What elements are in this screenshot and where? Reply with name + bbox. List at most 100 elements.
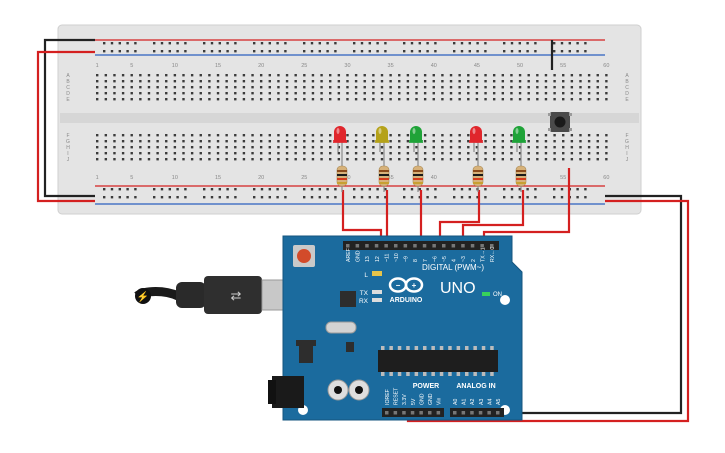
breadboard-hole[interactable] xyxy=(199,74,202,77)
breadboard-hole[interactable] xyxy=(363,80,366,83)
breadboard-hole[interactable] xyxy=(225,80,228,83)
header-pin[interactable] xyxy=(413,244,417,248)
breadboard-hole[interactable] xyxy=(190,80,194,83)
breadboard-hole[interactable] xyxy=(147,140,151,143)
breadboard-hole[interactable] xyxy=(199,158,202,161)
header-pin[interactable] xyxy=(394,244,398,248)
rail-hole[interactable] xyxy=(503,196,506,199)
rail-hole[interactable] xyxy=(484,50,487,53)
breadboard-hole[interactable] xyxy=(190,140,194,143)
rail-hole[interactable] xyxy=(453,50,456,53)
breadboard-hole[interactable] xyxy=(165,98,168,101)
breadboard-hole[interactable] xyxy=(354,98,358,101)
breadboard-hole[interactable] xyxy=(570,74,574,77)
breadboard-hole[interactable] xyxy=(562,158,565,161)
breadboard-hole[interactable] xyxy=(475,152,479,155)
breadboard-hole[interactable] xyxy=(553,80,556,83)
breadboard-hole[interactable] xyxy=(130,98,133,101)
breadboard-hole[interactable] xyxy=(449,146,453,149)
breadboard-hole[interactable] xyxy=(423,152,427,155)
breadboard-hole[interactable] xyxy=(475,158,479,161)
rail-hole[interactable] xyxy=(484,188,487,191)
breadboard-hole[interactable] xyxy=(449,92,453,95)
breadboard-hole[interactable] xyxy=(139,140,142,143)
breadboard-hole[interactable] xyxy=(492,158,496,161)
breadboard-hole[interactable] xyxy=(113,92,116,95)
breadboard-hole[interactable] xyxy=(182,92,185,95)
header-pin[interactable] xyxy=(432,244,436,248)
rail-hole[interactable] xyxy=(284,188,287,191)
breadboard-hole[interactable] xyxy=(363,158,366,161)
rail-hole[interactable] xyxy=(153,196,156,199)
digital-header[interactable] xyxy=(343,241,499,250)
rail-hole[interactable] xyxy=(434,188,437,191)
breadboard-hole[interactable] xyxy=(147,152,151,155)
red-led-2[interactable] xyxy=(469,126,483,158)
breadboard-hole[interactable] xyxy=(294,98,297,101)
breadboard-hole[interactable] xyxy=(96,134,99,137)
breadboard-hole[interactable] xyxy=(277,92,280,95)
rail-hole[interactable] xyxy=(118,188,121,191)
breadboard-hole[interactable] xyxy=(501,98,505,101)
breadboard-hole[interactable] xyxy=(406,86,410,89)
breadboard-hole[interactable] xyxy=(406,158,410,161)
breadboard-hole[interactable] xyxy=(518,92,522,95)
breadboard-hole[interactable] xyxy=(320,134,323,137)
breadboard-hole[interactable] xyxy=(518,158,522,161)
rail-hole[interactable] xyxy=(226,50,229,53)
breadboard-hole[interactable] xyxy=(139,80,142,83)
rail-hole[interactable] xyxy=(276,50,279,53)
breadboard-hole[interactable] xyxy=(389,80,392,83)
breadboard-hole[interactable] xyxy=(458,152,461,155)
analog-header[interactable] xyxy=(450,408,504,417)
breadboard-hole[interactable] xyxy=(605,98,608,101)
breadboard-hole[interactable] xyxy=(268,74,271,77)
breadboard-hole[interactable] xyxy=(225,98,228,101)
breadboard-hole[interactable] xyxy=(553,140,556,143)
breadboard-hole[interactable] xyxy=(475,74,479,77)
breadboard-hole[interactable] xyxy=(208,152,211,155)
breadboard-hole[interactable] xyxy=(587,140,591,143)
breadboard-hole[interactable] xyxy=(216,152,220,155)
rail-hole[interactable] xyxy=(260,50,264,53)
breadboard-hole[interactable] xyxy=(346,134,349,137)
rail-hole[interactable] xyxy=(326,188,329,191)
breadboard-hole[interactable] xyxy=(372,158,375,161)
breadboard-hole[interactable] xyxy=(510,80,513,83)
breadboard-hole[interactable] xyxy=(311,86,315,89)
breadboard-hole[interactable] xyxy=(570,86,574,89)
rail-hole[interactable] xyxy=(103,42,106,45)
rail-hole[interactable] xyxy=(376,50,379,53)
breadboard-hole[interactable] xyxy=(579,98,582,101)
breadboard-hole[interactable] xyxy=(579,152,582,155)
rail-hole[interactable] xyxy=(403,196,406,199)
resistor[interactable] xyxy=(515,158,527,192)
breadboard-hole[interactable] xyxy=(415,80,418,83)
breadboard-hole[interactable] xyxy=(156,158,159,161)
breadboard-hole[interactable] xyxy=(96,98,99,101)
breadboard-hole[interactable] xyxy=(190,158,194,161)
breadboard-hole[interactable] xyxy=(182,74,185,77)
breadboard-hole[interactable] xyxy=(389,158,392,161)
breadboard-hole[interactable] xyxy=(173,158,177,161)
rail-hole[interactable] xyxy=(510,196,514,199)
breadboard-hole[interactable] xyxy=(121,140,125,143)
breadboard-hole[interactable] xyxy=(492,98,496,101)
breadboard-hole[interactable] xyxy=(130,146,133,149)
breadboard-hole[interactable] xyxy=(165,146,168,149)
rail-hole[interactable] xyxy=(376,196,379,199)
breadboard-hole[interactable] xyxy=(199,134,202,137)
breadboard-hole[interactable] xyxy=(303,152,306,155)
breadboard-hole[interactable] xyxy=(553,86,556,89)
breadboard-hole[interactable] xyxy=(553,158,556,161)
breadboard-hole[interactable] xyxy=(354,152,358,155)
breadboard-hole[interactable] xyxy=(242,80,246,83)
breadboard-hole[interactable] xyxy=(173,146,177,149)
rail-hole[interactable] xyxy=(176,42,179,45)
rail-hole[interactable] xyxy=(368,188,371,191)
breadboard-hole[interactable] xyxy=(268,86,271,89)
breadboard-hole[interactable] xyxy=(346,98,349,101)
breadboard-hole[interactable] xyxy=(182,146,185,149)
breadboard-hole[interactable] xyxy=(225,158,228,161)
header-pin[interactable] xyxy=(365,244,369,248)
